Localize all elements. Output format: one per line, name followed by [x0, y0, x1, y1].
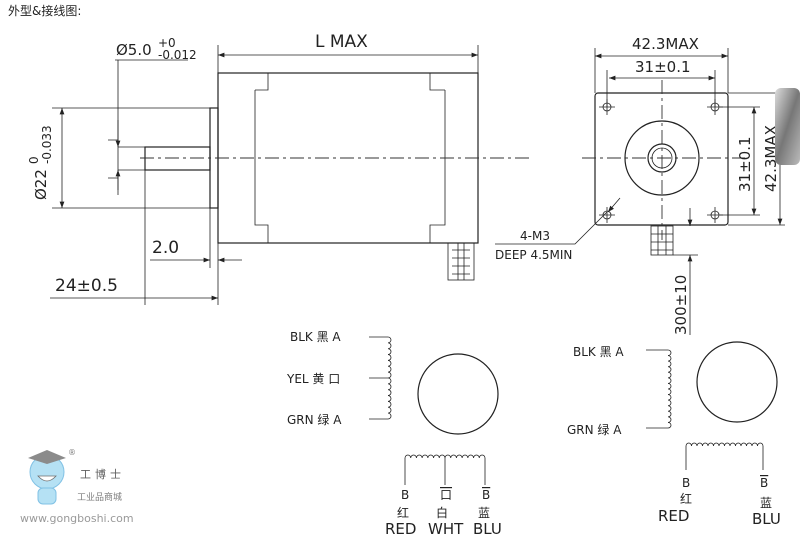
wire-label-blk: BLK 黑 A — [573, 345, 624, 359]
wire-en-red: RED — [385, 520, 416, 538]
shaft-diameter: Ø5.0 — [116, 41, 152, 59]
pin-common: 口 — [440, 488, 452, 502]
front-view: 42.3MAX 31±0.1 31±0.1 42.3MAX 4-M3 DEEP … — [495, 35, 800, 335]
boss-tolerance-upper: 0 — [27, 156, 41, 164]
rotor-circle — [696, 341, 778, 423]
pin-b: B — [682, 476, 690, 490]
pin-b: B — [401, 488, 409, 502]
watermark-logo: ® 工博士 工业品商城 www.gongboshi.com — [20, 448, 134, 525]
boss-diameter: Ø22 — [32, 169, 50, 200]
product-photo-thumbnail — [775, 88, 800, 165]
hole-spec: 4-M3 — [520, 229, 550, 243]
wire-en-red: RED — [658, 507, 689, 525]
registered-mark: ® — [68, 448, 76, 457]
wire-label-grn: GRN 绿 A — [287, 412, 342, 427]
wire-cn-wht: 白 — [436, 505, 448, 520]
wire-label-yel: YEL 黄 口 — [286, 372, 340, 386]
lead-length: 300±10 — [672, 275, 690, 335]
wire-label-grn: GRN 绿 A — [567, 422, 622, 437]
shaft-length: 24±0.5 — [55, 276, 118, 296]
boss-tolerance-lower: -0.033 — [40, 125, 54, 164]
wire-en-wht: WHT — [428, 520, 464, 538]
wire-cn-blu: 蓝 — [478, 506, 490, 520]
brand-name: 工博士 — [80, 468, 125, 481]
pin-b-bar: B — [760, 476, 768, 490]
rotor-circle — [417, 353, 499, 435]
wiring-diagram-6-lead: BLK 黑 A YEL 黄 口 GRN 绿 A B 口 B 红 白 蓝 RED … — [286, 330, 502, 538]
shaft-tolerance-lower: -0.012 — [158, 48, 197, 62]
hole-centerline — [599, 207, 615, 223]
wire-en-blu: BLU — [752, 510, 781, 528]
brand-tagline: 工业品商城 — [77, 491, 122, 503]
wire-cn-red: 红 — [680, 491, 692, 506]
heading: 外型&接线图: — [8, 3, 81, 18]
pin-b-bar: B — [482, 488, 490, 502]
width-max: 42.3MAX — [632, 35, 699, 53]
height-hole-spacing: 31±0.1 — [736, 136, 754, 192]
brand-url: www.gongboshi.com — [20, 512, 134, 525]
side-view: L MAX Ø5.0 +0 -0.012 Ø22 0 -0.033 2.0 24… — [27, 32, 530, 305]
wiring-diagram-4-lead: BLK 黑 A GRN 绿 A B B 红 蓝 RED BLU — [567, 341, 781, 528]
shaft-tolerance-upper: +0 — [158, 36, 176, 50]
wire-cn-blu: 蓝 — [760, 496, 772, 510]
wire-en-blu: BLU — [473, 520, 502, 538]
hole-depth: DEEP 4.5MIN — [495, 248, 572, 262]
hole-spacing: 31±0.1 — [635, 58, 691, 76]
length-dimension: L MAX — [315, 32, 368, 52]
boss-height: 2.0 — [152, 238, 179, 258]
wire-label-blk: BLK 黑 A — [290, 330, 341, 344]
wire-cn-red: 红 — [397, 505, 409, 520]
